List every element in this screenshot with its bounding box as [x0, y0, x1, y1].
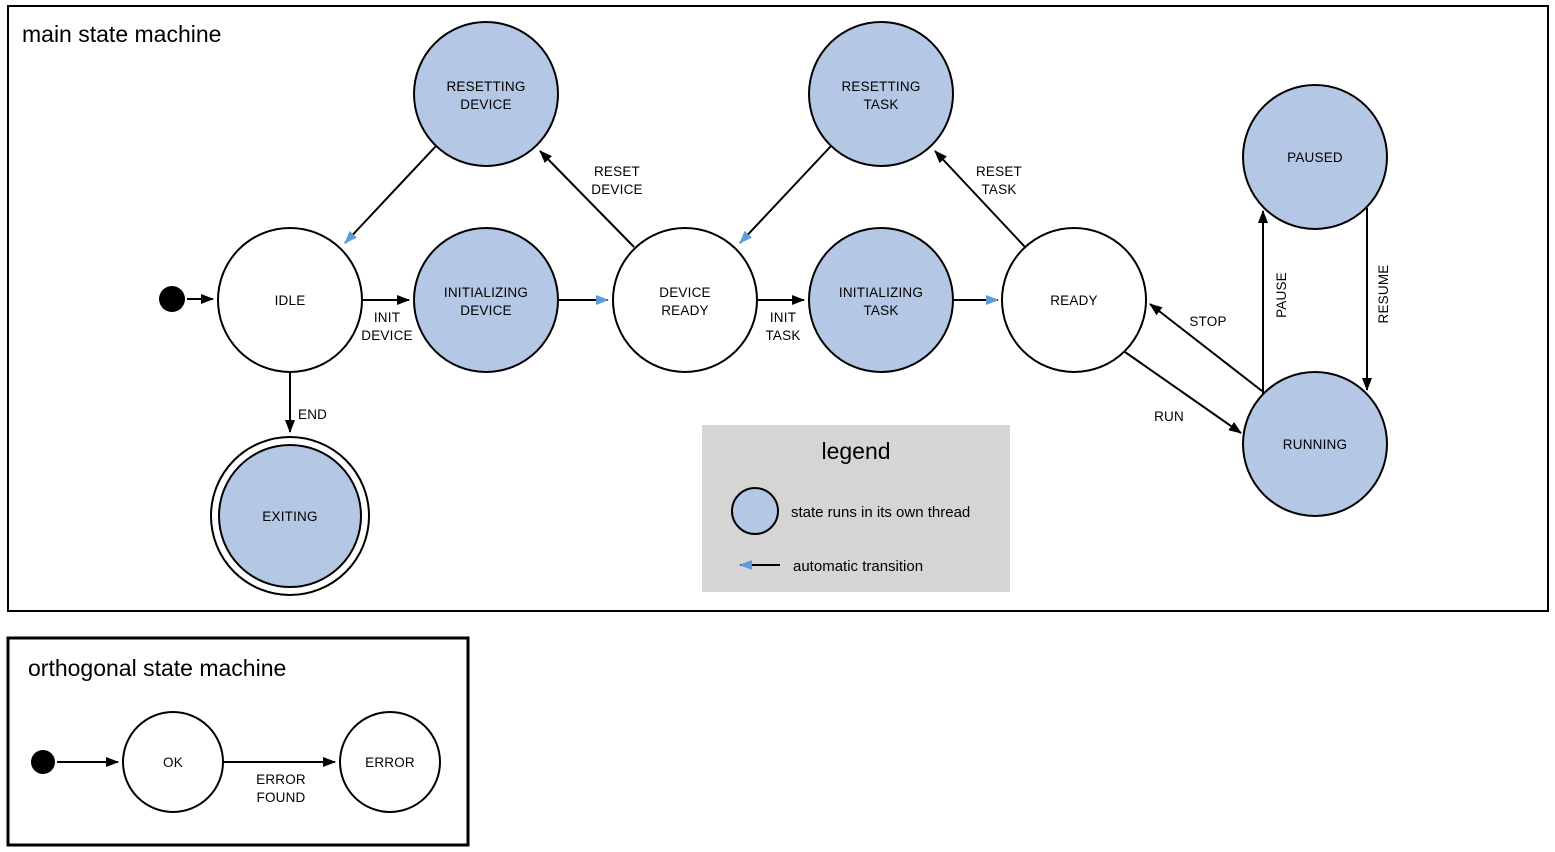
- transition-label-end: END: [298, 407, 327, 422]
- legend-auto-item-label: automatic transition: [793, 558, 923, 575]
- state-running: [1242, 371, 1388, 517]
- transition-label-init-device-1: INIT: [374, 310, 400, 325]
- main-machine-title: main state machine: [22, 21, 221, 47]
- state-idle: [217, 227, 363, 373]
- state-ready: [1001, 227, 1147, 373]
- state-label-device-ready-1: DEVICE: [659, 285, 710, 300]
- transition-label-error-found-1: ERROR: [256, 772, 306, 787]
- arrow-device-ready-to-resetting-device: [539, 150, 635, 248]
- state-label-device-ready-2: READY: [661, 303, 709, 318]
- state-initializing-device: [413, 227, 559, 373]
- state-label-resetting-task-1: RESETTING: [841, 79, 920, 94]
- state-label-running: RUNNING: [1283, 437, 1347, 452]
- state-resetting-task: [808, 21, 954, 167]
- arrow-ready-to-running-run: [1124, 351, 1242, 434]
- state-label-ready: READY: [1050, 293, 1098, 308]
- state-exiting: [218, 444, 362, 588]
- state-label-exiting: EXITING: [262, 509, 317, 524]
- state-label-initializing-task-1: INITIALIZING: [839, 285, 923, 300]
- state-label-initializing-task-2: TASK: [863, 303, 898, 318]
- transition-label-resume: RESUME: [1376, 265, 1391, 324]
- transition-label-init-device-2: DEVICE: [361, 328, 412, 343]
- transition-label-stop: STOP: [1189, 314, 1226, 329]
- state-label-resetting-task-2: TASK: [863, 97, 898, 112]
- state-label-resetting-device-2: DEVICE: [460, 97, 511, 112]
- legend-thread-state-icon: [731, 487, 779, 535]
- transition-label-pause: PAUSE: [1274, 272, 1289, 318]
- arrow-running-to-ready-stop: [1149, 303, 1263, 392]
- state-label-ok: OK: [163, 755, 183, 770]
- auto-arrow-resetting-device-to-idle: [344, 145, 437, 244]
- transition-label-reset-device-2: DEVICE: [591, 182, 642, 197]
- initial-state-dot-orthogonal: [31, 750, 55, 774]
- state-resetting-device: [413, 21, 559, 167]
- state-label-paused: PAUSED: [1287, 150, 1343, 165]
- orthogonal-machine-title: orthogonal state machine: [28, 655, 286, 681]
- state-paused: [1242, 84, 1388, 230]
- transition-label-reset-task-2: TASK: [981, 182, 1016, 197]
- transition-label-init-task-2: TASK: [765, 328, 800, 343]
- transition-label-error-found-2: FOUND: [257, 790, 306, 805]
- transition-label-init-task-1: INIT: [770, 310, 796, 325]
- state-label-error: ERROR: [365, 755, 415, 770]
- state-ok: [122, 711, 224, 813]
- transition-label-reset-device-1: RESET: [594, 164, 640, 179]
- state-device-ready: [612, 227, 758, 373]
- state-initializing-task: [808, 227, 954, 373]
- state-label-initializing-device-1: INITIALIZING: [444, 285, 528, 300]
- state-label-idle: IDLE: [275, 293, 306, 308]
- arrow-ready-to-resetting-task: [934, 150, 1026, 248]
- legend-thread-item-label: state runs in its own thread: [791, 504, 970, 521]
- initial-state-dot-main: [159, 286, 185, 312]
- state-label-resetting-device-1: RESETTING: [446, 79, 525, 94]
- legend-title: legend: [821, 438, 890, 464]
- transition-label-run: RUN: [1154, 409, 1184, 424]
- auto-arrow-resetting-task-to-device-ready: [739, 145, 832, 244]
- state-error: [339, 711, 441, 813]
- transition-label-reset-task-1: RESET: [976, 164, 1022, 179]
- state-label-initializing-device-2: DEVICE: [460, 303, 511, 318]
